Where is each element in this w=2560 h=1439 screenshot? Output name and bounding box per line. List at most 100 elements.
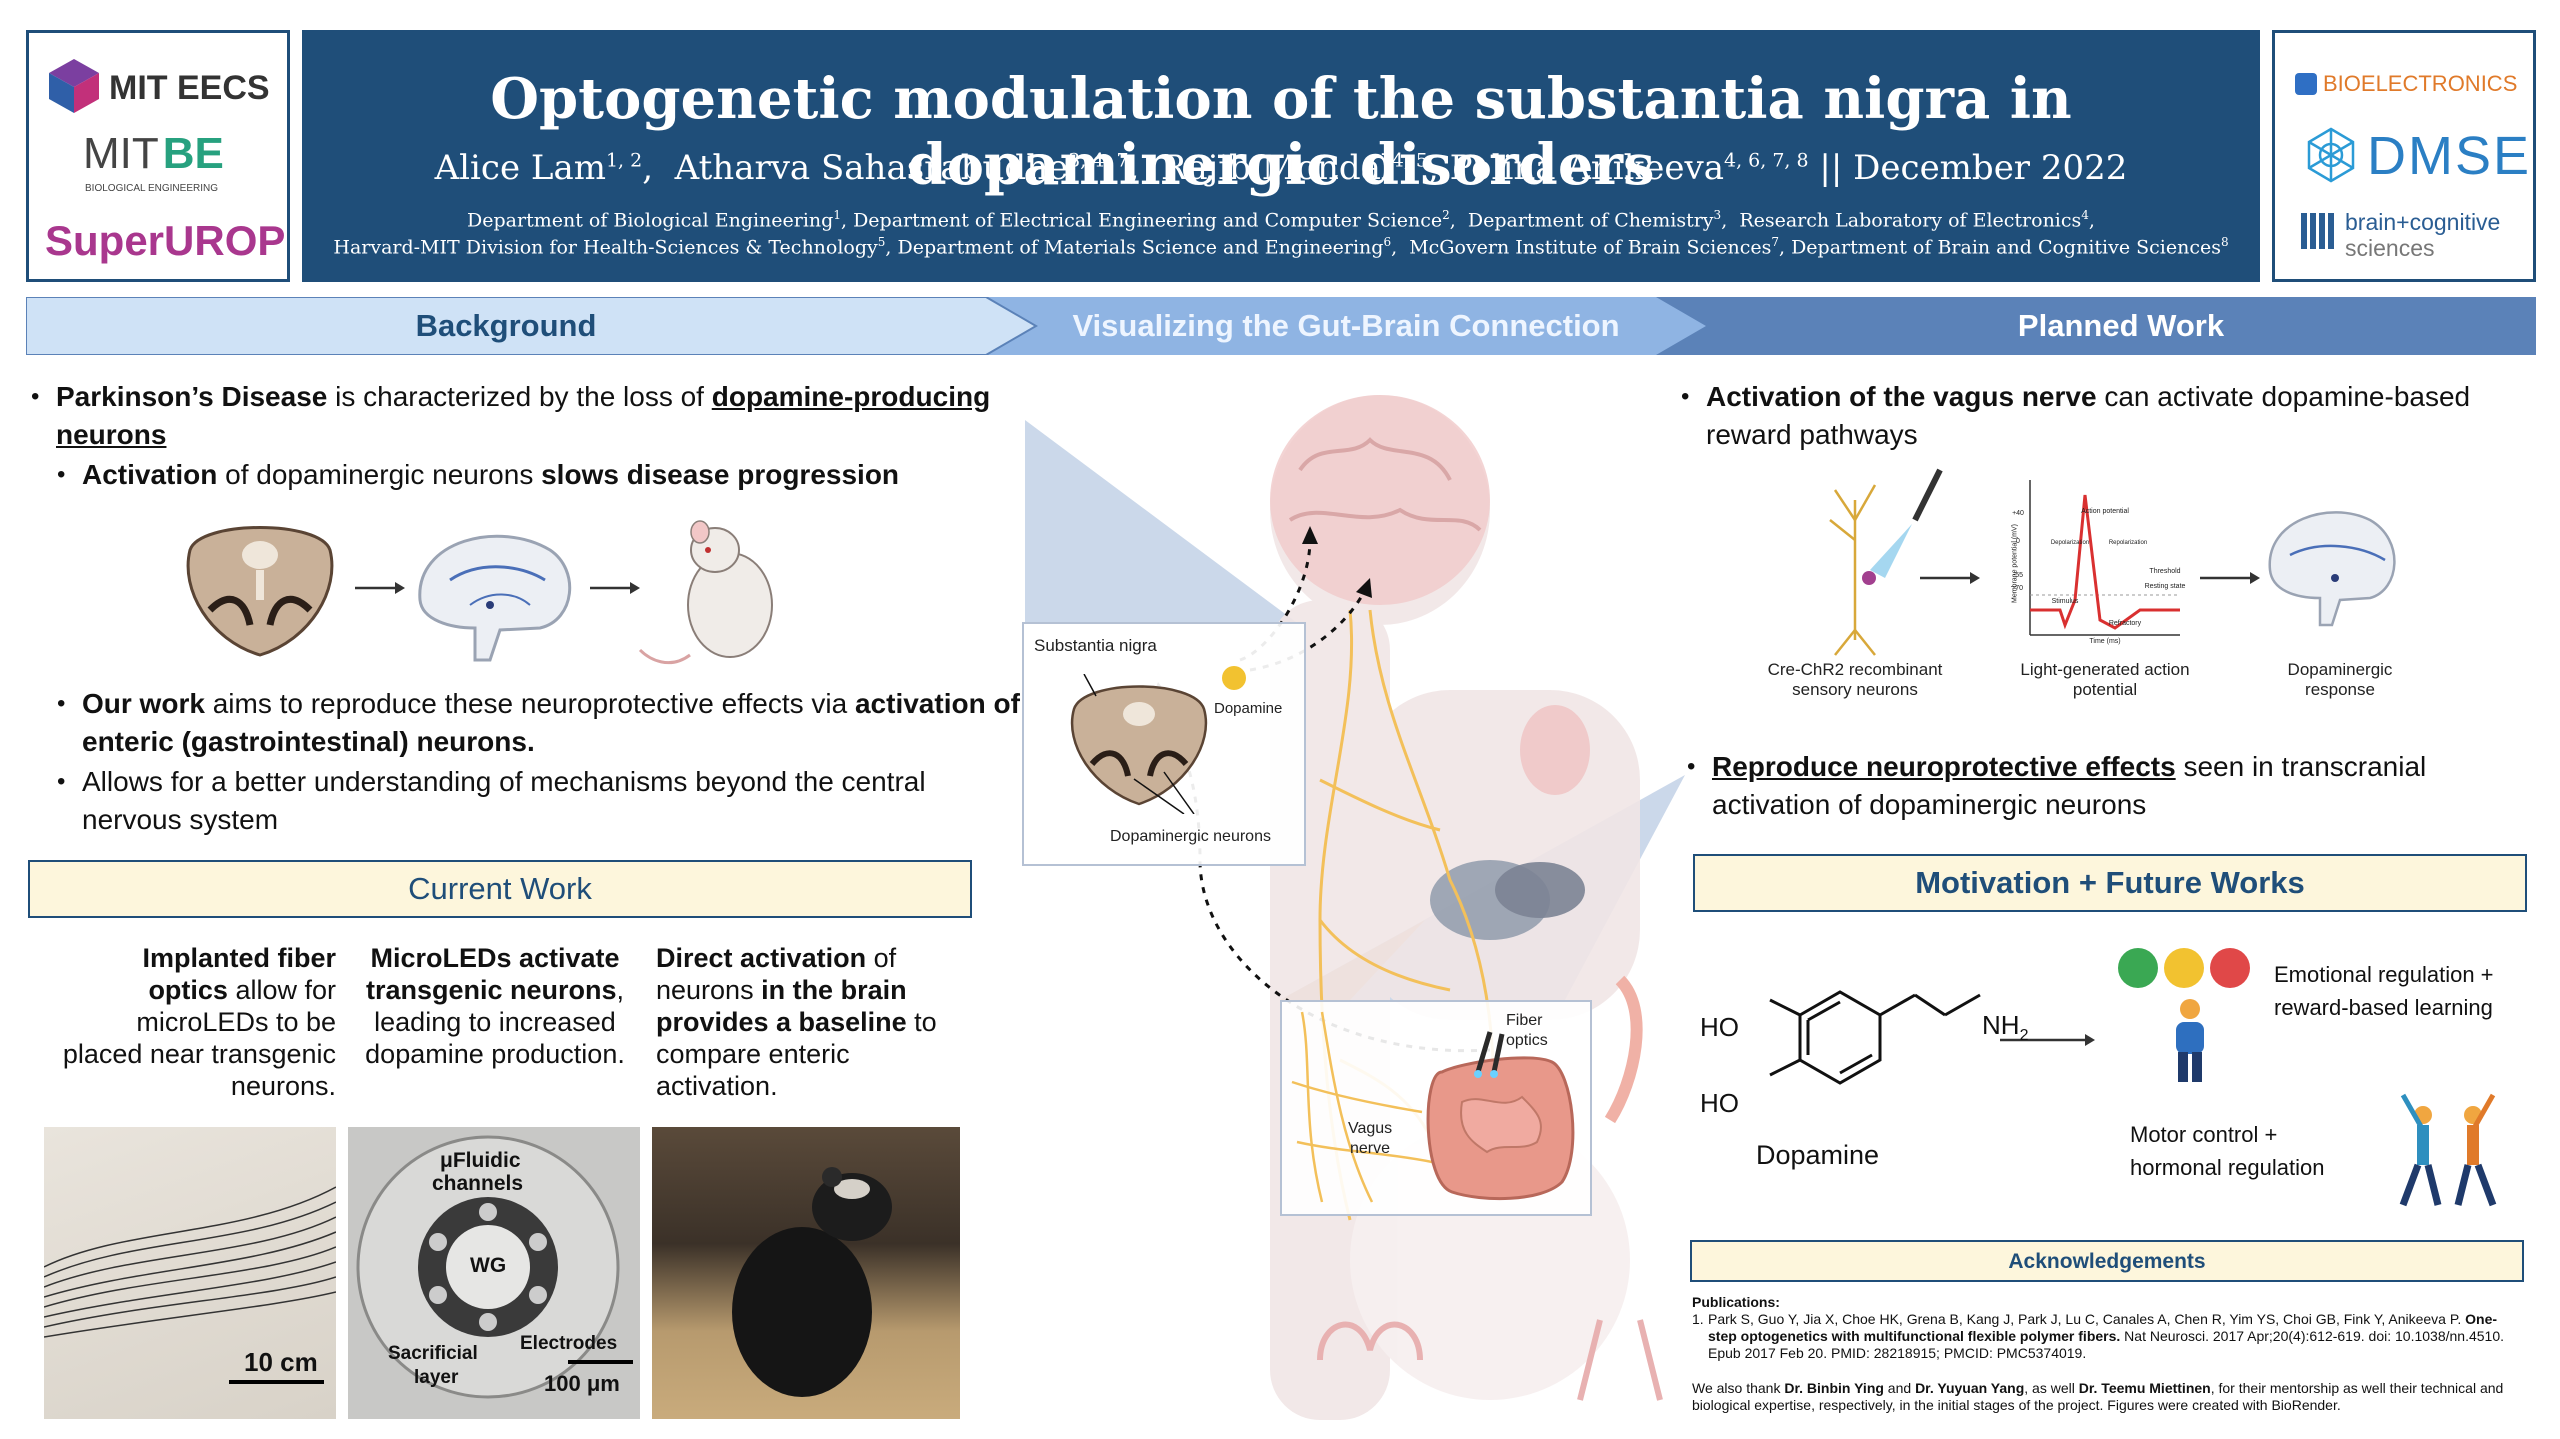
motor-control-label: Motor control + hormonal regulation <box>2130 1118 2324 1184</box>
ap-label-resting: Resting state <box>2144 583 2186 590</box>
bioelectronics-logo-text: BIOELECTRONICS <box>2323 71 2518 96</box>
poster-header: Optogenetic modulation of the substantia… <box>302 30 2260 282</box>
arrow-head-icon <box>1302 526 1318 544</box>
superurop-logo: SuperUROP <box>45 217 286 264</box>
vagus-nerve-label-1: Vagus <box>1348 1120 1393 1137</box>
ap-label-repol: Repolarization <box>2108 540 2148 546</box>
fig-label-line: response <box>2305 680 2375 699</box>
gut-brain-body-figure <box>1025 395 1685 1420</box>
publication-reference: 1. Park S, Guo Y, Jia X, Choe HK, Grena … <box>1692 1311 2522 1362</box>
thanks-part: We also thank <box>1692 1380 1785 1396</box>
waveguide-label: WG <box>470 1254 507 1277</box>
banner-label-gut-brain: Visualizing the Gut-Brain Connection <box>1072 308 1620 343</box>
author-name: Polina Anikeeva <box>1449 148 1724 188</box>
electrodes-label: Electrodes <box>520 1333 618 1354</box>
affiliation-number: 8 <box>2220 235 2229 249</box>
angry-face-icon <box>2118 948 2158 988</box>
thanks-part: and <box>1883 1380 1916 1396</box>
bioelectronics-icon <box>2295 73 2317 95</box>
reference-authors: Park S, Guo Y, Jia X, Choe HK, Grena B, … <box>1708 1311 2462 1327</box>
poster-date: December 2022 <box>1853 148 2128 188</box>
mit-be-logo-be: BE <box>162 129 224 178</box>
affiliation-number: 3 <box>1713 208 1722 222</box>
planned-bullet-1: •Activation of the vagus nerve can activ… <box>1681 381 2471 450</box>
optogenetic-activation-figure <box>1829 468 2396 656</box>
left-logo-panel: MIT EECS MITBE BIOLOGICAL ENGINEERING Su… <box>26 30 290 282</box>
current-work-column-2: MicroLEDs activate transgenic neurons, l… <box>352 942 638 1070</box>
affiliation-number: 5 <box>877 235 886 249</box>
emotional-regulation-label: Emotional regulation + reward-based lear… <box>2274 958 2494 1024</box>
mit-be-logo-sub: BIOLOGICAL ENGINEERING <box>85 183 218 194</box>
reference-number: 1. <box>1692 1311 1704 1327</box>
affiliation-number: 1 <box>833 208 841 222</box>
vagus-nerve-label-2: nerve <box>1350 1140 1391 1157</box>
column-text: , leading to increased dopamine producti… <box>365 975 625 1069</box>
affiliation-number: 6 <box>1383 235 1392 249</box>
brain-projection-triangle <box>1025 420 1296 622</box>
brainstem-section-illustration <box>186 526 334 657</box>
brain-sagittal-illustration <box>2268 511 2396 627</box>
parkinsons-progression-figure <box>186 520 773 665</box>
author-name: Alice Lam <box>434 148 606 188</box>
background-bullet-1: •Parkinson’s Disease is characterized by… <box>31 381 991 450</box>
dopamine-structure-figure <box>1769 990 2095 1085</box>
ap-tick: +40 <box>2012 510 2024 517</box>
poster-authors: Alice Lam1, 2, Atharva Sahasrabudhe3, 4,… <box>434 148 2128 188</box>
fluidic-label-2: channels <box>432 1172 524 1195</box>
scale-bar-label: 100 μm <box>544 1371 620 1396</box>
column-text: of neurons <box>656 943 897 1005</box>
affiliation: Department of Materials Science and Engi… <box>897 236 1384 259</box>
right-logo-panel: BIOELECTRONICS DMSE brain+cognitive scie… <box>2272 30 2536 282</box>
fiber-strands-illustration <box>44 1186 336 1384</box>
fig-label-line: Cre-ChR2 recombinant <box>1767 660 1943 679</box>
acknowledgements-heading: Acknowledgements <box>1690 1240 2524 1282</box>
bcs-logo-text-line2: sciences <box>2345 235 2435 261</box>
affiliation: Department of Chemistry <box>1467 209 1714 232</box>
gut-inset: Fiber optics Vagus nerve <box>1280 1000 1592 1216</box>
bullet-text: can activate dopamine-based reward pathw… <box>1706 381 2471 450</box>
motivation-heading: Motivation + Future Works <box>1693 854 2527 912</box>
affiliation-number: 2 <box>1442 208 1450 222</box>
fig-label-cre: Cre-ChR2 recombinant sensory neurons <box>1740 660 1970 700</box>
bullet-underlined-text: dopamine-producing neurons <box>56 381 991 450</box>
thanks-name: Dr. Binbin Ying <box>1784 1380 1884 1396</box>
author-affiliation-number: 4, 5 <box>1391 149 1429 172</box>
device-cross-section-illustration <box>356 1135 633 1399</box>
dancing-people-icon <box>2399 1093 2497 1207</box>
bullet-bold-text: Parkinson’s Disease <box>56 381 328 412</box>
mit-be-logo-mit: MIT <box>83 129 159 178</box>
upset-face-icon <box>2210 948 2250 988</box>
fiber-optics-photo: 10 cm <box>44 1127 336 1419</box>
thanks-text: We also thank Dr. Binbin Ying and Dr. Yu… <box>1692 1380 2522 1414</box>
person-icon <box>2176 999 2204 1082</box>
thanks-name: Dr. Teemu Miettinen <box>2078 1380 2211 1396</box>
fiber-optics-label-1: Fiber <box>1506 1012 1543 1029</box>
dopamine-dotted-path <box>1239 539 1312 662</box>
ap-tick: 0 <box>2016 538 2020 545</box>
arrow-icon <box>590 582 640 594</box>
emoji-faces-icon <box>2118 948 2258 992</box>
amine-label: NH2 <box>1982 1010 2028 1045</box>
brain-illustration <box>1270 395 1490 605</box>
affiliation: Department of Brain and Cognitive Scienc… <box>1791 236 2221 259</box>
arrow-head-icon <box>1356 578 1372 598</box>
arrow-icon <box>2200 572 2260 584</box>
current-work-column-1: Implanted fiber optics allow for microLE… <box>60 942 336 1102</box>
author-name: Atharva Sahasrabudhe <box>674 148 1069 188</box>
arrow-icon <box>2000 1034 2095 1046</box>
date-separator: || <box>1819 148 1843 188</box>
bullet-underlined-text: Reproduce neuroprotective effects <box>1712 751 2176 782</box>
thanks-name: Dr. Yuyuan Yang <box>1915 1380 2025 1396</box>
bcs-grid-icon <box>2301 213 2337 249</box>
column-bold-text: MicroLEDs activate transgenic neurons <box>365 943 620 1005</box>
affiliation-number: 4 <box>2081 208 2089 222</box>
ap-label-threshold: Threshold <box>2149 568 2181 575</box>
label-line: hormonal regulation <box>2130 1155 2325 1180</box>
label-line: reward-based learning <box>2274 995 2493 1020</box>
fluidic-label-1: μFluidic <box>440 1149 521 1172</box>
affiliation-number: 7 <box>1771 235 1779 249</box>
publications-heading: Publications: <box>1692 1294 1780 1310</box>
mit-be-logo: MITBE <box>83 129 224 179</box>
dopamine-molecule-dot <box>1222 666 1246 690</box>
ap-tick: -70 <box>2012 585 2024 592</box>
